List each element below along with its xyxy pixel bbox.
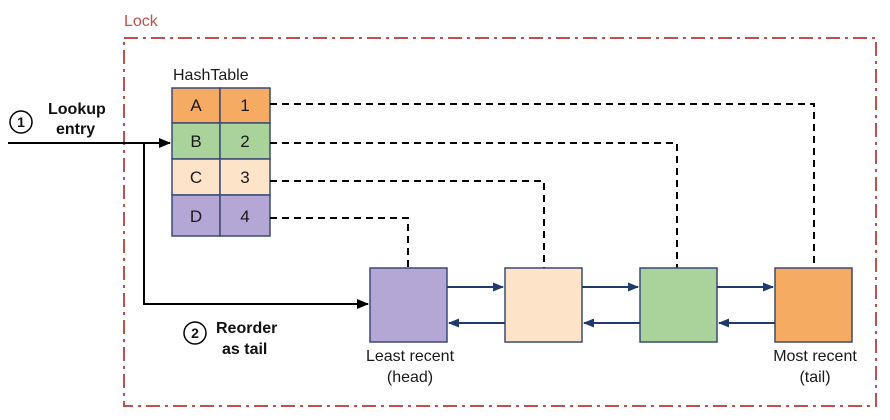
- linked-list: [369, 267, 853, 343]
- hashtable-value-cell: [219, 194, 271, 237]
- hashtable-value: 3: [240, 168, 249, 187]
- connector-d-to-head: [270, 217, 409, 268]
- list-links: [447, 282, 775, 328]
- hashtable-value-cell: [219, 87, 271, 124]
- hashtable-value-cell: [219, 158, 271, 196]
- lock-boundary: [123, 37, 877, 407]
- hashtable: A 1 B 2 C 3 D 4: [171, 87, 271, 237]
- step-2-label-line1: Reorder: [216, 320, 277, 337]
- step-1-number: 1: [17, 114, 25, 130]
- list-node-tail: [774, 267, 853, 343]
- hashtable-value: 2: [240, 132, 249, 151]
- hashtable-row: C 3: [171, 158, 271, 196]
- step-1-badge: [9, 110, 33, 134]
- tail-caption-line1: Most recent: [773, 348, 857, 365]
- list-node: [639, 267, 718, 343]
- hashtable-row: B 2: [171, 122, 271, 160]
- hash-to-node-connectors: [270, 103, 815, 268]
- head-caption-line2: (head): [387, 369, 433, 386]
- tail-caption-line2: (tail): [799, 369, 830, 386]
- list-node: [504, 267, 583, 343]
- connector-a-to-tail: [270, 103, 815, 268]
- connector-b-to-node3: [270, 142, 678, 268]
- step-2-badge: [183, 321, 207, 345]
- hashtable-key: C: [190, 168, 202, 187]
- step-2-label-line2: as tail: [222, 341, 267, 358]
- hashtable-key: B: [190, 132, 201, 151]
- hashtable-value-cell: [219, 122, 271, 160]
- hashtable-value: 4: [240, 207, 249, 226]
- hashtable-key-cell: [171, 87, 221, 124]
- head-caption-line1: Least recent: [366, 348, 455, 365]
- reorder-arrow: [143, 143, 369, 309]
- hashtable-title: HashTable: [173, 67, 249, 84]
- hashtable-row: A 1: [171, 87, 271, 124]
- hashtable-row: D 4: [171, 194, 271, 237]
- step-1-label-line1: Lookup: [48, 101, 106, 118]
- step-1-label-line2: entry: [56, 121, 95, 138]
- hashtable-key: A: [190, 96, 202, 115]
- list-node-head: [369, 267, 448, 343]
- lock-label: Lock: [124, 13, 159, 30]
- step-2-number: 2: [191, 325, 199, 341]
- hashtable-value: 1: [240, 96, 249, 115]
- hashtable-key: D: [190, 207, 202, 226]
